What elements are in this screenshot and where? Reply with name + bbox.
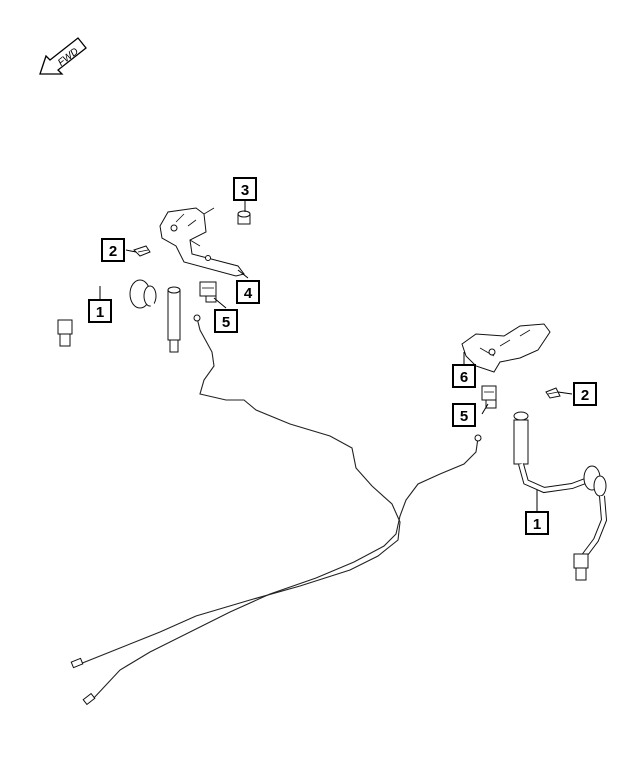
- brake-hose-left: [57, 275, 181, 353]
- brake-tube-b: [91, 437, 479, 701]
- hose-vertical-fitting-left: [167, 289, 181, 341]
- svg-text:6: 6: [460, 369, 468, 386]
- brake-hose-right: [513, 411, 608, 581]
- brake-tube-a: [79, 317, 401, 665]
- tube-fitting-top-a: [193, 314, 201, 322]
- svg-text:2: 2: [109, 243, 117, 260]
- bracket-right: [461, 323, 551, 373]
- svg-text:5: 5: [460, 408, 468, 425]
- brake-tube-lines: [70, 314, 482, 706]
- hose-vertical-fitting-right: [513, 419, 529, 465]
- svg-text:1: 1: [96, 304, 104, 321]
- retainer-clip-right: [545, 387, 561, 399]
- callout-5-left: 5: [214, 309, 238, 333]
- bracket-left: [159, 207, 245, 277]
- hose-connector-left: [199, 281, 217, 303]
- callout-2-left: 2: [101, 238, 125, 262]
- tube-end-fitting-a: [70, 657, 84, 669]
- hose-connector-right: [481, 385, 497, 409]
- svg-text:5: 5: [222, 314, 230, 331]
- svg-text:4: 4: [244, 285, 253, 302]
- fwd-arrow-indicator: FWD: [39, 37, 87, 75]
- retainer-clip-left: [133, 245, 151, 257]
- svg-text:1: 1: [533, 516, 541, 533]
- callout-3: 3: [233, 177, 257, 201]
- fwd-arrow-icon: [39, 37, 87, 75]
- callout-2-right: 2: [573, 382, 597, 406]
- hose-end-fitting-left: [57, 319, 73, 335]
- svg-text:2: 2: [581, 387, 589, 404]
- callout-1-right: 1: [525, 511, 549, 535]
- svg-text:3: 3: [241, 182, 249, 199]
- leader-lines: [99, 200, 573, 512]
- hose-end-fitting-right: [573, 553, 589, 569]
- tube-end-fitting-b: [82, 692, 96, 706]
- callout-4: 4: [236, 280, 260, 304]
- clip-fastener: [237, 210, 251, 225]
- callout-1-left: 1: [88, 299, 112, 323]
- callout-6: 6: [452, 364, 476, 388]
- callout-5-right: 5: [452, 403, 476, 427]
- tube-fitting-top-b: [474, 434, 482, 442]
